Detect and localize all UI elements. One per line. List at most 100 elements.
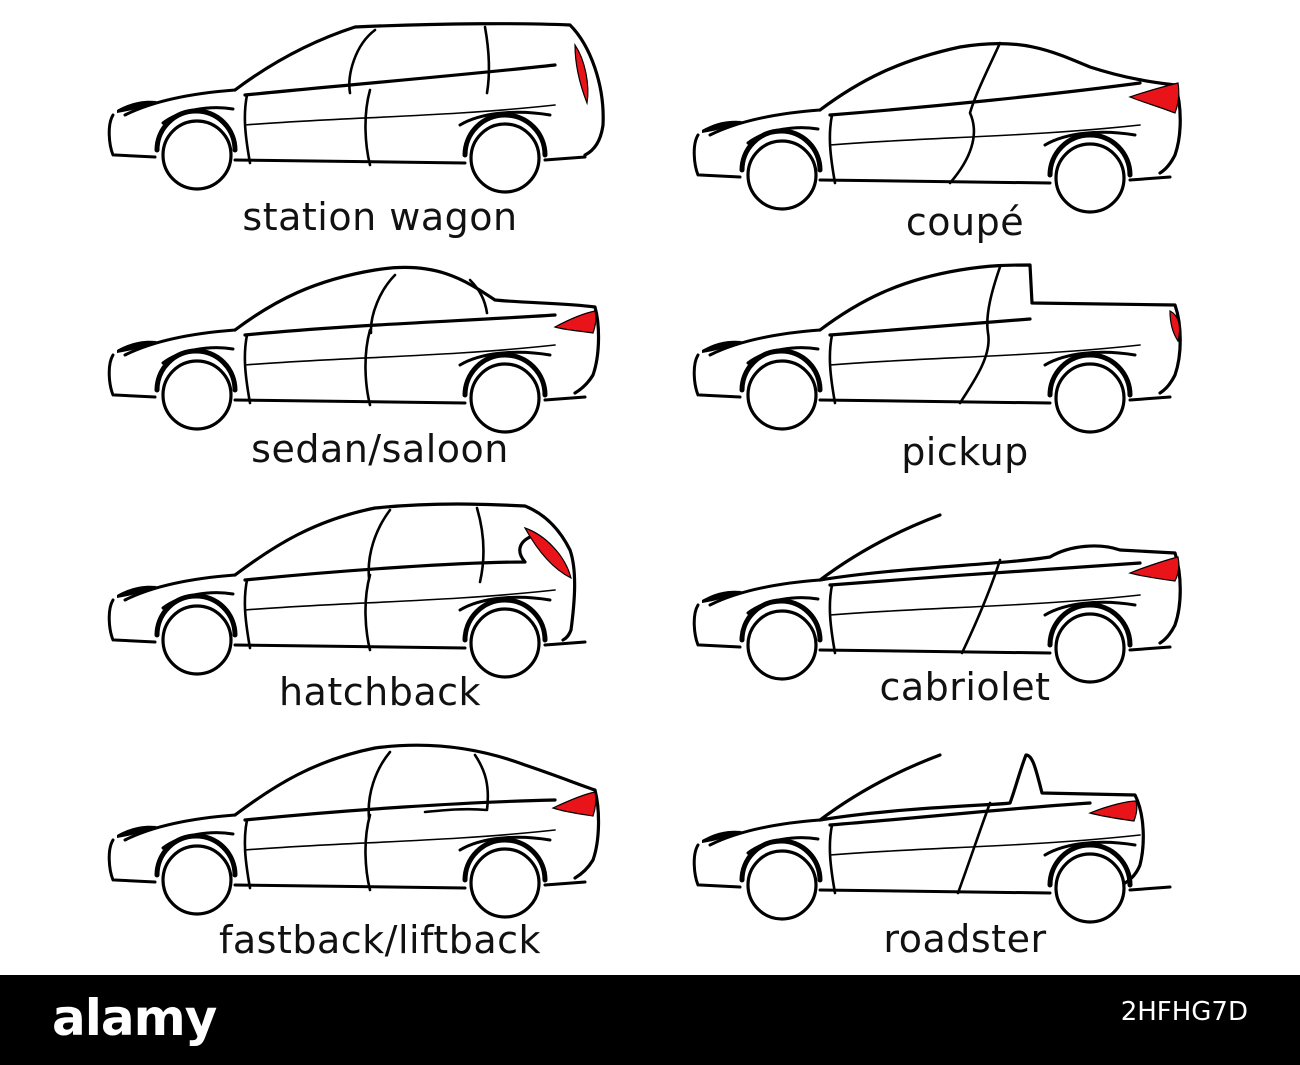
nose-line [107,113,115,157]
pillar-line [367,508,392,580]
pillar-line [828,583,837,655]
nose-line [107,598,115,642]
wheel-arch [462,112,548,158]
pillar-line [364,573,372,652]
pillar-line [956,801,992,895]
pillar-line [958,265,1002,405]
car-coupe: coupé [655,25,1275,265]
headlight-icon [117,340,157,353]
belt-line [828,81,1142,117]
pillar-line [243,578,252,650]
belt-line [828,561,1142,587]
front-line [708,578,822,607]
front-line [123,328,237,357]
roof-line [818,263,1182,395]
front-line [708,328,822,357]
taillight-icon [553,310,597,334]
roof-line [233,502,577,642]
wheel-arch [154,833,238,878]
pillar-line [364,813,372,892]
wheel-arch [462,352,548,398]
car-station-wagon: station wagon [70,5,690,245]
wheel-icon [161,604,233,676]
pillar-line [369,273,397,335]
pillar-line [828,333,837,405]
bottom-line [698,173,1172,185]
car-type-label: coupé [905,200,1025,244]
wheel-icon [746,359,818,431]
pillar-line [468,278,489,315]
wheel-icon [161,119,233,191]
pillar-line [948,41,1002,185]
line-line [244,104,556,126]
sedan-silhouette-icon [107,265,601,434]
wheel-icon [746,849,818,921]
wheel-arch [154,108,238,153]
car-cabriolet: cabriolet [655,495,1275,735]
pillar-line [475,506,485,584]
bottom-line [113,153,587,165]
car-hatchback: hatchback [70,490,690,730]
car-type-label: pickup [901,430,1029,474]
bottom-line [698,643,1172,655]
wheel-arch [154,348,238,393]
coupe-silhouette-icon [692,41,1182,214]
footer-bar: alamy 2HFHG7D [0,975,1300,1065]
bottom-line [113,393,587,405]
belt-line [828,317,1032,337]
line-line [829,124,1141,146]
car-type-label: cabriolet [879,665,1051,709]
taillight-icon [1088,800,1138,822]
pillar-line [828,823,837,895]
car-type-label: roadster [883,917,1047,961]
wheel-icon [746,139,818,211]
line-line [244,344,556,366]
roof-line [233,22,605,157]
taillight-icon [1128,556,1180,582]
wheel-arch [1047,602,1133,648]
wheel-icon [1054,612,1126,684]
pillar-line [364,328,372,407]
wheel-arch [1047,132,1133,178]
wheel-icon [469,607,541,679]
taillight-icon [574,43,589,106]
wheel-arch [462,837,548,883]
wheel-icon [1054,852,1126,924]
wheel-icon [161,359,233,431]
headlight-icon [117,100,157,113]
front-line [708,108,822,137]
car-roadster: roadster [655,735,1275,975]
pillar-line [367,750,392,820]
fastback-silhouette-icon [107,743,601,919]
wheel-arch [739,838,823,883]
car-type-label: station wagon [242,195,518,239]
car-type-label: hatchback [278,670,482,714]
image-code: 2HFHG7D [1120,997,1248,1027]
belt-line [243,533,537,582]
wheel-icon [746,609,818,681]
line-line [829,834,1141,856]
wheel-arch [462,597,548,643]
wheel-arch [154,593,238,638]
wheel-arch [739,128,823,173]
pillar-line [423,753,490,814]
roof-line [818,753,1145,885]
wheel-arch [739,598,823,643]
front-line [708,818,822,847]
bottom-line [698,393,1172,405]
headlight-icon [117,825,157,838]
car-type-label: fastback/liftback [219,918,541,962]
wheel-arch [1047,842,1133,888]
taillight-icon [551,791,597,817]
wheel-arch [1047,352,1133,398]
pillar-line [243,333,252,405]
car-pickup: pickup [655,245,1275,485]
pillar-line [243,93,252,165]
line-line [244,829,556,851]
nose-line [107,353,115,397]
pickup-silhouette-icon [692,263,1182,434]
nose-line [692,843,700,887]
bottom-line [698,883,1172,895]
wheel-icon [1054,142,1126,214]
headlight-icon [702,590,742,603]
